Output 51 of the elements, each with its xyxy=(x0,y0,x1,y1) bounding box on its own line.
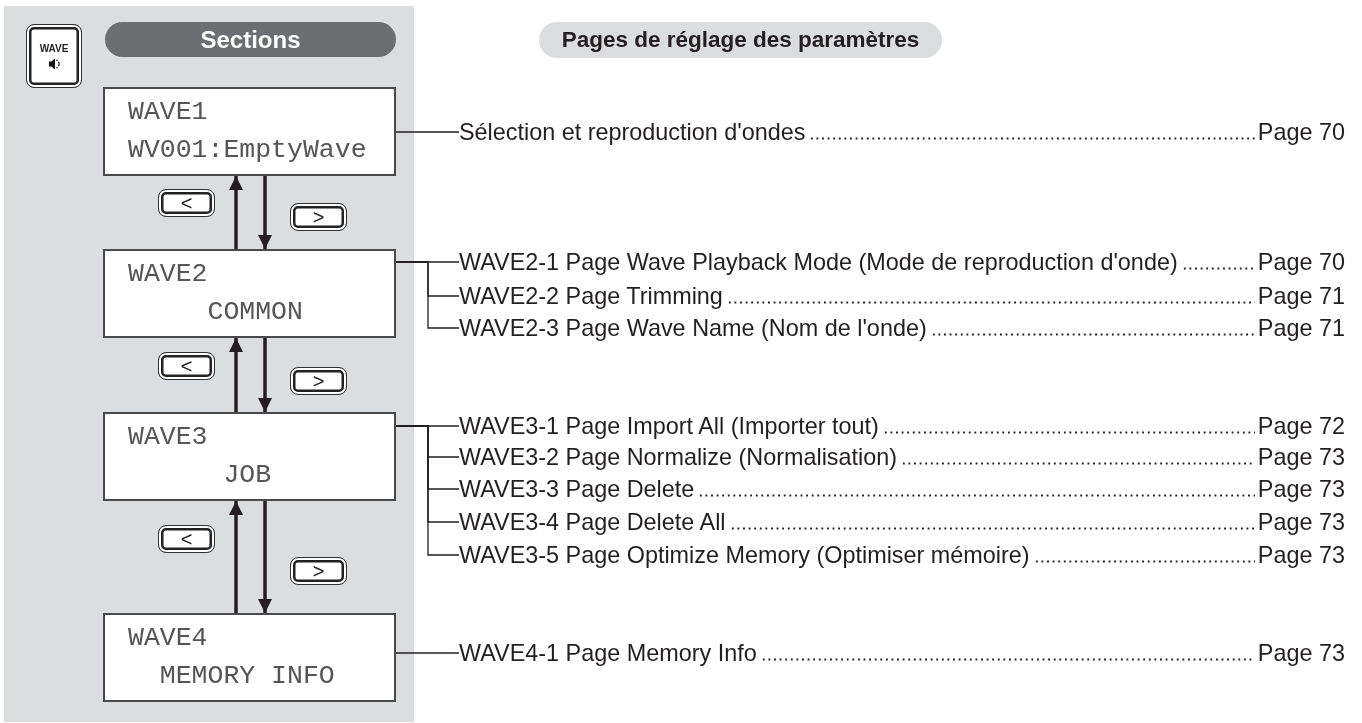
arrow xyxy=(258,501,272,613)
arrow xyxy=(229,176,243,249)
entry-title: WAVE4-1 Page Memory Info xyxy=(459,639,757,667)
key-cap: < xyxy=(158,352,215,380)
lcd-screen xyxy=(103,249,396,338)
page-reference: Page 70 xyxy=(1257,118,1345,146)
entry-title: WAVE2-1 Page Wave Playback Mode (Mode de reproduction d'onde) xyxy=(459,248,1178,276)
key-cap: < xyxy=(158,189,215,217)
leader-line xyxy=(395,131,460,133)
entry-title: WAVE2-3 Page Wave Name (Nom de l'onde) xyxy=(459,314,927,342)
entry-title: WAVE3-1 Page Import All (Importer tout) xyxy=(459,412,879,440)
entry-title: Sélection et reproduction d'ondes xyxy=(459,118,806,146)
lcd-text-line: MEMORY INFO xyxy=(159,661,335,691)
page-reference: Page 73 xyxy=(1257,475,1345,503)
arrow xyxy=(229,338,243,412)
arrow xyxy=(258,176,272,249)
lcd-screen xyxy=(103,412,396,501)
lcd-text-line: WAVE1 xyxy=(128,97,208,127)
key-cap: > xyxy=(290,203,347,231)
page-reference: Page 73 xyxy=(1257,639,1345,667)
key-cap: > xyxy=(290,557,347,585)
lcd-screen xyxy=(103,613,396,702)
entry-title: WAVE3-5 Page Optimize Memory (Optimiser mémoire) xyxy=(459,541,1030,569)
leader-line xyxy=(395,261,460,329)
entry-title: WAVE2-2 Page Trimming xyxy=(459,282,723,310)
page-reference: Page 70 xyxy=(1257,248,1345,276)
lcd-text-line: WAVE2 xyxy=(128,259,208,289)
page-reference: Page 73 xyxy=(1257,508,1345,536)
arrow xyxy=(258,338,272,412)
leader-line xyxy=(395,652,460,654)
lcd-text-line: COMMON xyxy=(207,297,303,327)
section-heading: Pages de réglage des paramètres xyxy=(539,22,942,58)
lcd-text-line: JOB xyxy=(223,460,272,490)
lcd-text-line: WAVE3 xyxy=(128,422,208,452)
section-heading: Sections xyxy=(105,22,396,57)
page-reference: Page 71 xyxy=(1257,314,1345,342)
lcd-text-line: WAVE4 xyxy=(128,623,208,653)
page-reference: Page 72 xyxy=(1257,412,1345,440)
page-reference: Page 73 xyxy=(1257,443,1345,471)
page-reference: Page 71 xyxy=(1257,282,1345,310)
key-cap: > xyxy=(290,367,347,395)
sections-panel xyxy=(4,6,414,722)
entry-title: WAVE3-4 Page Delete All xyxy=(459,508,726,536)
hardware-key: WAVE xyxy=(26,24,82,88)
key-cap: < xyxy=(158,525,215,553)
page-reference: Page 73 xyxy=(1257,541,1345,569)
arrow xyxy=(229,501,243,613)
lcd-text-line: WV001:EmptyWave xyxy=(128,135,367,165)
entry-title: WAVE3-3 Page Delete xyxy=(459,475,695,503)
lcd-screen xyxy=(103,87,396,176)
entry-title: WAVE3-2 Page Normalize (Normalisation) xyxy=(459,443,898,471)
